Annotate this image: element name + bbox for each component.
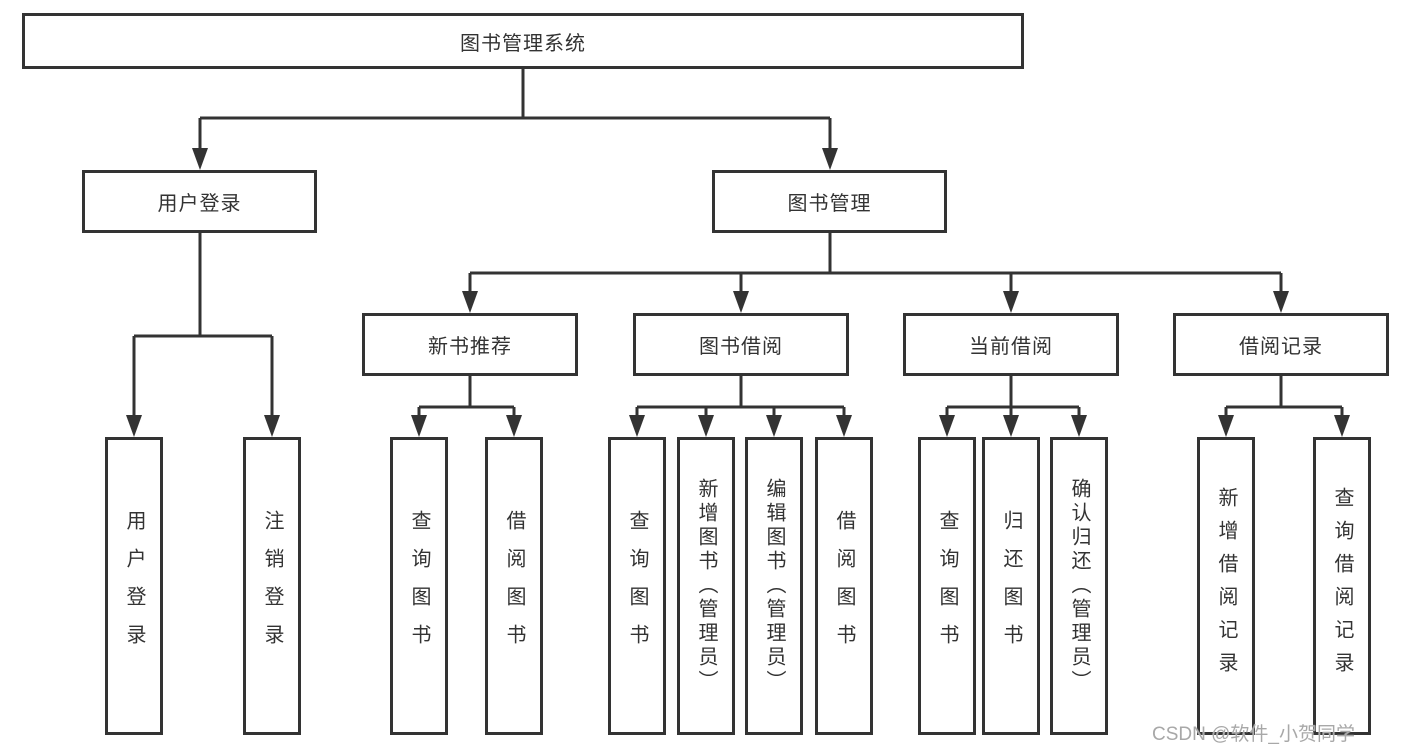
node-label: 新增借阅记录 bbox=[1215, 487, 1237, 685]
leaf-edit-books-admin: 编辑图书（管理员） bbox=[745, 437, 803, 735]
leaf-user-login: 用户登录 bbox=[105, 437, 163, 735]
node-borrowing-records: 借阅记录 bbox=[1173, 313, 1389, 376]
arrow-down-icon bbox=[629, 415, 645, 437]
leaf-query-borrow-record: 查询借阅记录 bbox=[1313, 437, 1371, 735]
node-label: 借阅图书 bbox=[503, 510, 525, 662]
arrow-down-icon bbox=[822, 148, 838, 170]
connector-current-borrow-to-leaves bbox=[939, 376, 1087, 437]
arrow-down-icon bbox=[462, 291, 478, 313]
node-label: 图书管理系统 bbox=[460, 32, 586, 55]
arrow-down-icon bbox=[411, 415, 427, 437]
node-user-login-branch: 用户登录 bbox=[82, 170, 317, 233]
node-label: 查询图书 bbox=[626, 510, 648, 662]
node-book-management: 图书管理 bbox=[712, 170, 947, 233]
arrow-down-icon bbox=[126, 415, 142, 437]
node-new-book-recommendation: 新书推荐 bbox=[362, 313, 578, 376]
arrow-down-icon bbox=[733, 291, 749, 313]
connector-new-book-rec-to-leaves bbox=[411, 376, 522, 437]
arrow-down-icon bbox=[1334, 415, 1350, 437]
leaf-logout: 注销登录 bbox=[243, 437, 301, 735]
arrow-down-icon bbox=[1003, 415, 1019, 437]
node-current-borrowing: 当前借阅 bbox=[903, 313, 1119, 376]
node-label: 归还图书 bbox=[1000, 510, 1022, 662]
leaf-query-books-newrec: 查询图书 bbox=[390, 437, 448, 735]
arrow-down-icon bbox=[506, 415, 522, 437]
node-label: 借阅记录 bbox=[1239, 336, 1323, 358]
arrow-down-icon bbox=[264, 415, 280, 437]
leaf-confirm-return-admin: 确认归还（管理员） bbox=[1050, 437, 1108, 735]
node-label: 新增图书（管理员） bbox=[695, 478, 717, 694]
node-label: 借阅图书 bbox=[833, 510, 855, 662]
leaf-add-books-admin: 新增图书（管理员） bbox=[677, 437, 735, 735]
leaf-add-borrow-record: 新增借阅记录 bbox=[1197, 437, 1255, 735]
connector-user-login-to-leaves bbox=[126, 233, 280, 437]
arrow-down-icon bbox=[1071, 415, 1087, 437]
node-label: 确认归还（管理员） bbox=[1068, 478, 1090, 694]
connector-book-management-to-level3 bbox=[462, 233, 1289, 313]
node-label: 图书管理 bbox=[787, 193, 872, 215]
node-book-borrowing: 图书借阅 bbox=[633, 313, 849, 376]
node-label: 查询图书 bbox=[936, 510, 958, 662]
leaf-return-books: 归还图书 bbox=[982, 437, 1040, 735]
arrow-down-icon bbox=[1273, 291, 1289, 313]
leaf-query-books-current: 查询图书 bbox=[918, 437, 976, 735]
leaf-query-books-borrowing: 查询图书 bbox=[608, 437, 666, 735]
node-label: 新书推荐 bbox=[428, 336, 512, 358]
node-label: 注销登录 bbox=[261, 510, 283, 662]
node-label: 用户登录 bbox=[123, 510, 145, 662]
arrow-down-icon bbox=[766, 415, 782, 437]
connector-book-borrow-to-leaves bbox=[629, 376, 852, 437]
node-label: 用户登录 bbox=[157, 193, 242, 215]
arrow-down-icon bbox=[836, 415, 852, 437]
arrow-down-icon bbox=[192, 148, 208, 170]
connector-borrow-records-to-leaves bbox=[1218, 376, 1350, 437]
arrow-down-icon bbox=[1218, 415, 1234, 437]
arrow-down-icon bbox=[1003, 291, 1019, 313]
arrow-down-icon bbox=[698, 415, 714, 437]
arrow-down-icon bbox=[939, 415, 955, 437]
leaf-borrow-books-newrec: 借阅图书 bbox=[485, 437, 543, 735]
leaf-borrow-books-borrowing: 借阅图书 bbox=[815, 437, 873, 735]
connector-root-to-level2 bbox=[192, 69, 838, 170]
node-label: 当前借阅 bbox=[969, 336, 1053, 358]
node-library-management-system: 图书管理系统 bbox=[22, 13, 1024, 69]
node-label: 查询图书 bbox=[408, 510, 430, 662]
node-label: 编辑图书（管理员） bbox=[763, 478, 785, 694]
node-label: 查询借阅记录 bbox=[1331, 487, 1353, 685]
node-label: 图书借阅 bbox=[699, 336, 783, 358]
csdn-watermark: CSDN @软件_小贺同学 bbox=[1152, 724, 1355, 745]
